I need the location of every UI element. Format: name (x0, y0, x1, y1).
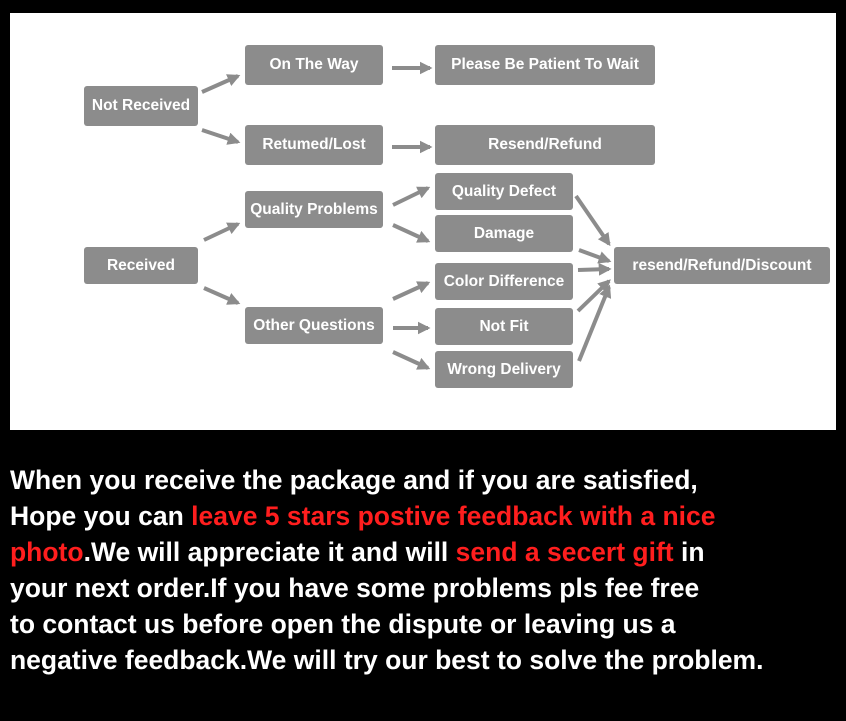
node-not-received: Not Received (84, 86, 198, 126)
caption-line-2: Hope you can leave 5 stars postive feedb… (10, 498, 840, 534)
caption-line-1: When you receive the package and if you … (10, 465, 698, 495)
node-not-fit: Not Fit (435, 308, 573, 345)
node-damage: Damage (435, 215, 573, 252)
feedback-caption: When you receive the package and if you … (10, 462, 840, 678)
node-received: Received (84, 247, 198, 284)
diagram-panel (8, 11, 838, 432)
caption-text: in (673, 537, 705, 567)
caption-line-5: to contact us before open the dispute or… (10, 609, 676, 639)
node-resend-refund-discount: resend/Refund/Discount (614, 247, 830, 284)
caption-text: .We will appreciate it and will (83, 537, 456, 567)
caption-line-3: photo.We will appreciate it and will sen… (10, 534, 840, 570)
node-quality-problems: Quality Problems (245, 191, 383, 228)
node-returned-lost: Retumed/Lost (245, 125, 383, 165)
node-other-questions: Other Questions (245, 307, 383, 344)
node-wrong-delivery: Wrong Delivery (435, 351, 573, 388)
caption-text: Hope you can (10, 501, 192, 531)
node-resend-refund: Resend/Refund (435, 125, 655, 165)
caption-highlight-gift: send a secert gift (455, 537, 674, 567)
node-please-wait: Please Be Patient To Wait (435, 45, 655, 85)
node-quality-defect: Quality Defect (435, 173, 573, 210)
caption-line-4: your next order.If you have some problem… (10, 573, 700, 603)
caption-highlight-feedback: leave 5 stars postive feedback with a ni… (191, 501, 716, 531)
node-color-difference: Color Difference (435, 263, 573, 300)
caption-line-6: negative feedback.We will try our best t… (10, 645, 764, 675)
node-on-the-way: On The Way (245, 45, 383, 85)
caption-highlight-photo: photo (10, 537, 84, 567)
